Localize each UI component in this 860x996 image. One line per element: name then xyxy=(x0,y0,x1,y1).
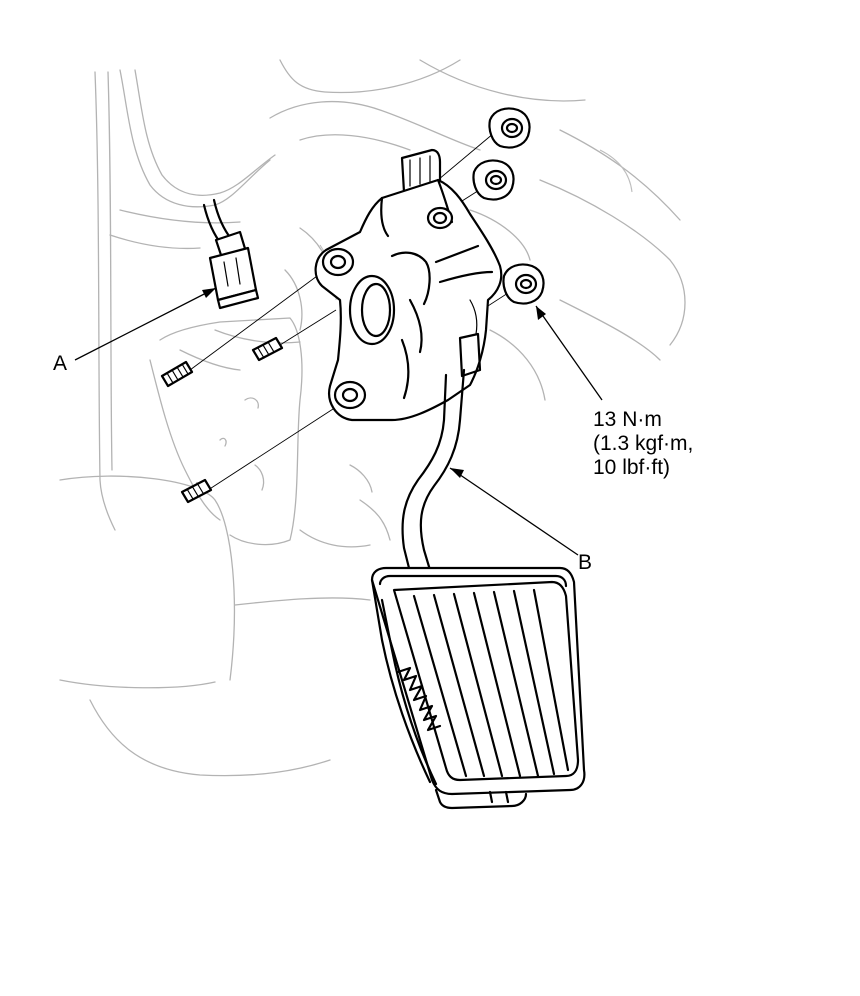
nut-top xyxy=(488,107,531,149)
background-structure xyxy=(59,59,686,777)
leader-torque xyxy=(535,305,603,401)
pedal-arm-b xyxy=(401,368,466,574)
connector-a xyxy=(202,198,260,310)
arrowhead-torque xyxy=(536,306,546,320)
nut-middle xyxy=(472,159,515,201)
stud-lower xyxy=(180,478,213,504)
torque-line-1: 13 N·m xyxy=(593,408,662,431)
arrowhead-b xyxy=(450,468,464,478)
pedal-pad xyxy=(370,566,586,810)
pedal-module xyxy=(314,148,503,422)
label-a: A xyxy=(53,352,68,375)
torque-line-2: (1.3 kgf·m, xyxy=(593,432,694,455)
leader-a xyxy=(74,287,217,361)
stud-upper-right xyxy=(251,336,284,362)
stud-upper-left xyxy=(160,360,194,388)
torque-spec: 13 N·m (1.3 kgf·m, 10 lbf·ft) xyxy=(593,408,693,480)
leader-lines xyxy=(74,287,603,556)
mounting-studs xyxy=(160,336,284,504)
label-b: B xyxy=(578,551,593,574)
arrowhead-a xyxy=(202,288,216,298)
nut-lower xyxy=(502,263,545,305)
leader-b xyxy=(449,467,579,556)
torque-line-3: 10 lbf·ft) xyxy=(593,456,671,479)
mounting-nuts xyxy=(472,107,545,305)
